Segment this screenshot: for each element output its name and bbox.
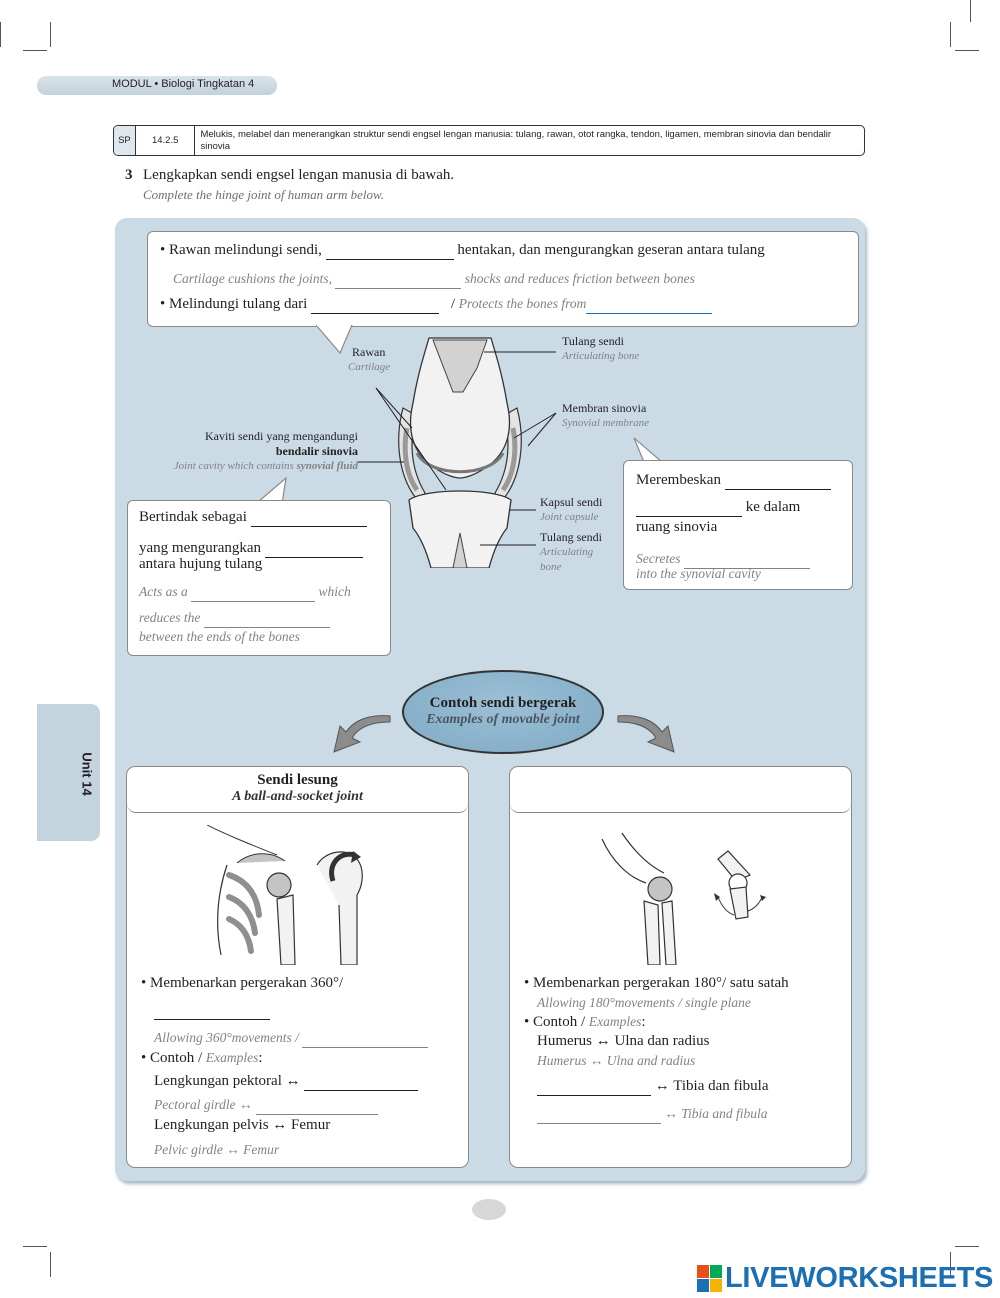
cartilage-callout: • Rawan melindungi sendi, hentakan, dan …	[147, 231, 859, 327]
ball-socket-blank-1[interactable]	[154, 1003, 270, 1020]
hinge-joint-header	[510, 767, 851, 813]
sp-number: 14.2.5	[135, 126, 196, 155]
cartilage-blank-4[interactable]	[586, 297, 713, 314]
crop-mark	[950, 1252, 951, 1277]
membrane-blank-2[interactable]	[636, 500, 742, 517]
crop-mark	[0, 22, 1, 47]
crop-mark	[950, 22, 951, 47]
sp-description: Melukis, melabel dan menerangkan struktu…	[200, 128, 832, 152]
label-cartilage: Rawan Cartilage	[348, 345, 391, 373]
sp-code: SP	[114, 126, 136, 155]
unit-tab: Unit 14	[37, 704, 100, 841]
callout-tail	[316, 325, 353, 355]
label-articulating-bone-bottom: Tulang sendi Articulating bone	[540, 530, 602, 573]
learning-standard-box: SP 14.2.5 Melukis, melabel dan menerangk…	[113, 125, 865, 156]
crop-mark	[955, 50, 979, 51]
ball-socket-blank-2[interactable]	[302, 1031, 429, 1048]
cartilage-text-2a: Melindungi tulang dari	[169, 296, 308, 312]
ball-socket-card: Sendi lesung A ball-and-socket joint • M…	[126, 766, 469, 1168]
label-synovial-membrane: Membran sinovia Synovial membrane	[562, 401, 650, 429]
question-number: 3	[125, 167, 133, 183]
module-header: MODUL • Biologi Tingkatan 4	[37, 76, 277, 95]
cartilage-text-1b: hentakan, dan mengurangkan geseran antar…	[457, 242, 765, 258]
fluid-blank-3[interactable]	[191, 585, 316, 602]
ball-socket-header: Sendi lesung A ball-and-socket joint	[127, 767, 468, 813]
ball-socket-blank-4[interactable]	[255, 1098, 378, 1115]
logo-mark	[697, 1265, 722, 1292]
cartilage-en-1a: Cartilage cushions the joints,	[173, 271, 333, 286]
liveworksheets-logo: LIVEWORKSHEETS	[697, 1262, 993, 1295]
question-text: Lengkapkan sendi engsel lengan manusia d…	[143, 167, 455, 183]
hinge-blank-2[interactable]	[537, 1107, 661, 1124]
membrane-blank-3[interactable]	[683, 552, 810, 569]
slash: /	[450, 296, 455, 312]
synovial-membrane-callout: Merembeskan ke dalam ruang sinovia Secre…	[623, 460, 853, 590]
cartilage-text-1a: Rawan melindungi sendi,	[169, 242, 322, 258]
question-translation: Complete the hinge joint of human arm be…	[143, 187, 384, 202]
label-articulating-bone-top: Tulang sendi Articulating bone	[562, 334, 640, 362]
crop-mark	[955, 1246, 979, 1247]
hinge-title-blank[interactable]	[600, 781, 760, 798]
cartilage-en-1b: shocks and reduces friction between bone…	[464, 271, 695, 286]
shoulder-joint-illustration	[207, 825, 363, 965]
liveworksheets-text: LIVEWORKSHEETS	[725, 1262, 994, 1294]
crop-mark	[970, 0, 971, 22]
ball-socket-blank-3[interactable]	[304, 1074, 419, 1091]
fluid-blank-4[interactable]	[203, 611, 330, 628]
crop-mark	[23, 1246, 47, 1247]
cartilage-blank-2[interactable]	[335, 272, 462, 289]
hinge-blank-1[interactable]	[537, 1079, 651, 1096]
cartilage-blank-3[interactable]	[311, 297, 440, 314]
hinge-joint-diagram	[398, 337, 522, 568]
membrane-blank-1[interactable]	[724, 473, 831, 490]
fluid-blank-1[interactable]	[250, 510, 367, 527]
knee-joint-illustration	[601, 832, 766, 965]
fluid-blank-2[interactable]	[264, 541, 363, 558]
curved-arrow-left-icon	[333, 715, 391, 753]
crop-mark	[23, 50, 47, 51]
cartilage-en-2: Protects the bones from	[458, 296, 587, 311]
curved-arrow-right-icon	[617, 715, 675, 753]
label-joint-cavity: Kaviti sendi yang mengandungi bendalir s…	[173, 429, 358, 472]
label-joint-capsule: Kapsul sendi Joint capsule	[540, 495, 603, 523]
crop-mark	[50, 22, 51, 47]
movable-joint-oval: Contoh sendi bergerak Examples of movabl…	[402, 670, 604, 754]
cartilage-blank-1[interactable]	[325, 243, 454, 260]
page-number-placeholder	[472, 1199, 506, 1220]
hinge-joint-card: • Membenarkan pergerakan 180°/ satu sata…	[509, 766, 852, 1168]
crop-mark	[50, 1252, 51, 1277]
synovial-fluid-callout: Bertindak sebagai yang mengurangkan anta…	[127, 500, 391, 656]
